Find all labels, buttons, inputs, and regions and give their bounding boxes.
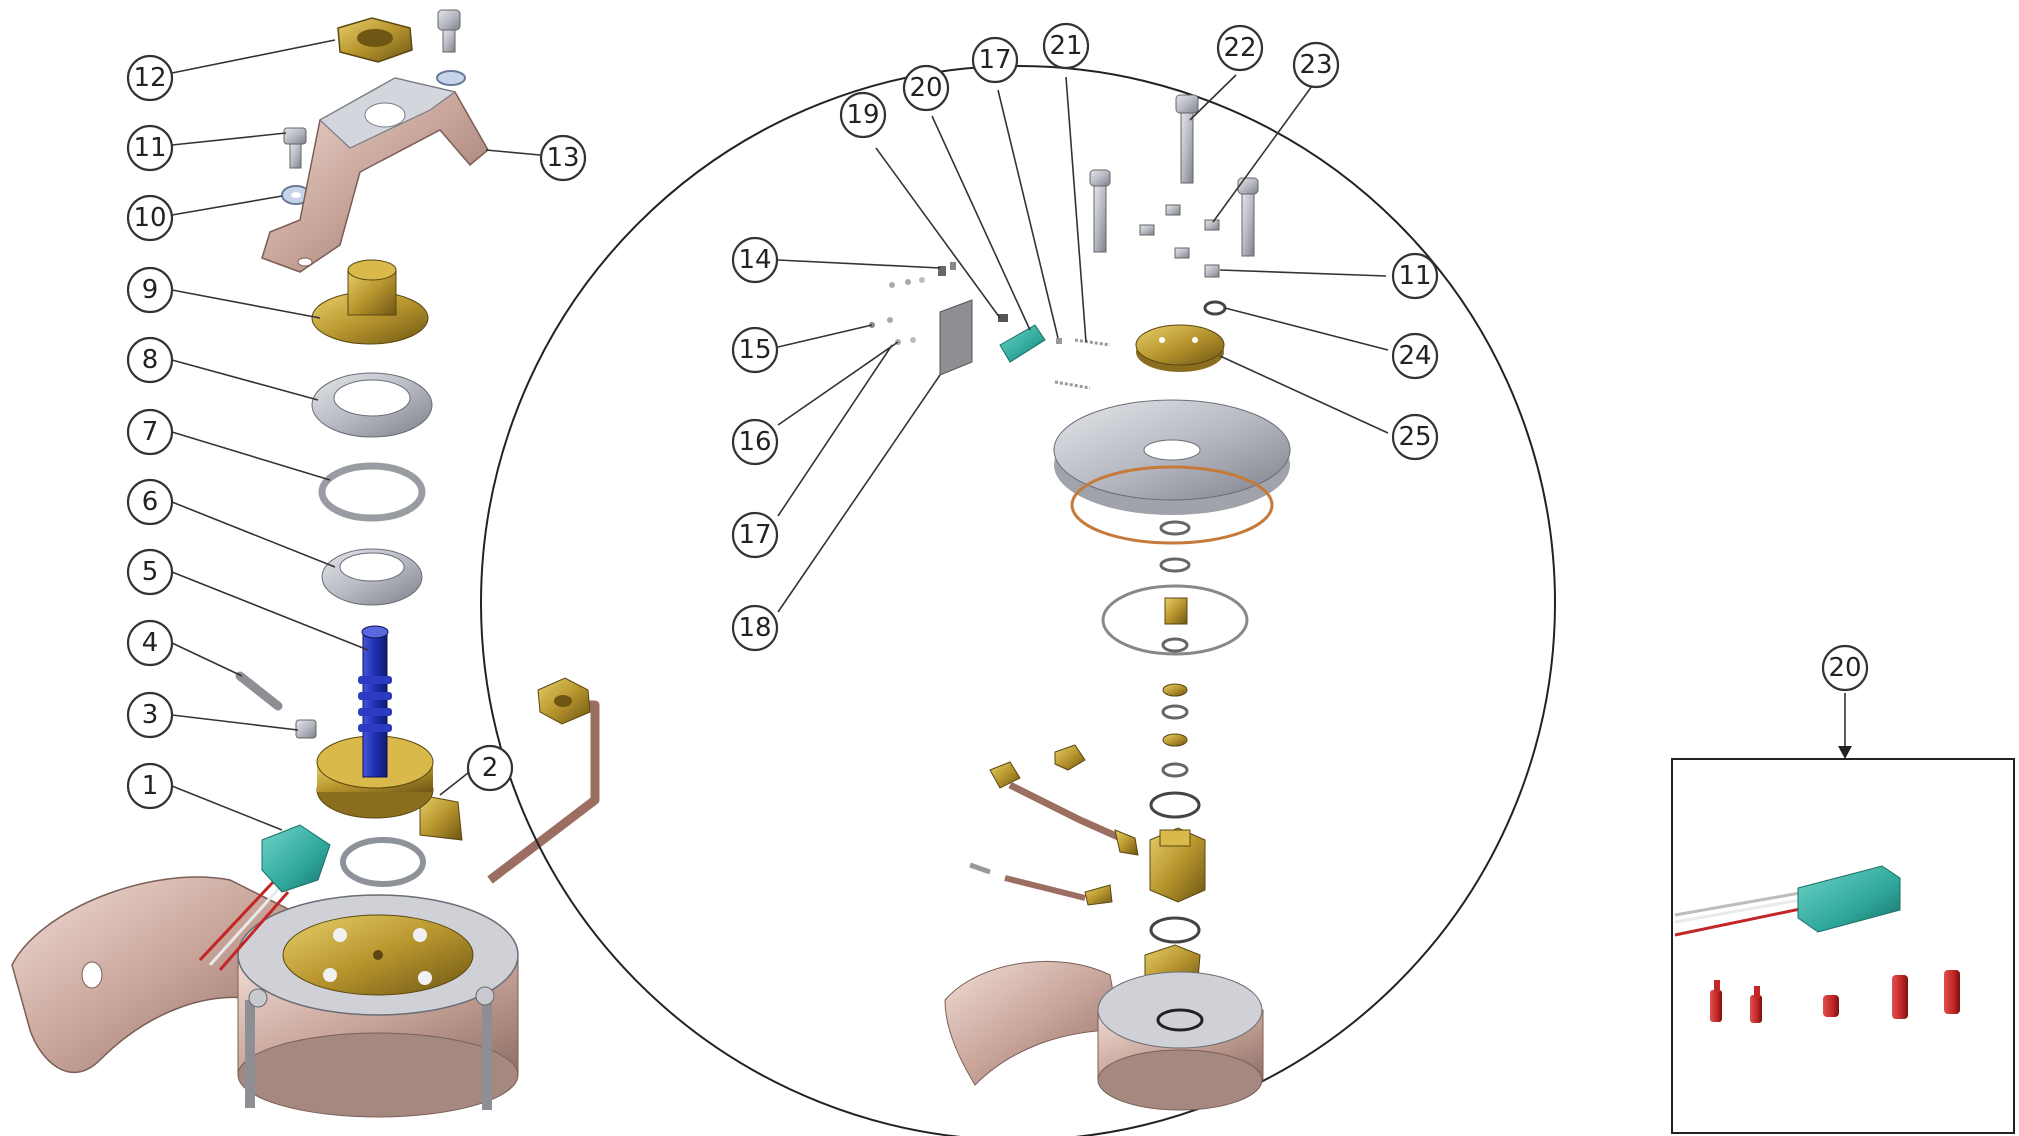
part-tube-assembly: [969, 744, 1139, 906]
svg-text:18: 18: [738, 613, 771, 643]
part-cap-screw: [436, 9, 466, 86]
callout-2: 2: [466, 744, 514, 792]
svg-text:22: 22: [1223, 33, 1256, 63]
inset-box: [1671, 693, 2015, 1134]
callout-1: 1: [126, 762, 174, 810]
detail-circle: [480, 65, 1556, 1136]
part-tall-screws: [1089, 94, 1259, 316]
callout-9: 9: [126, 266, 174, 314]
svg-text:13: 13: [546, 143, 579, 173]
callout-12: 12: [126, 54, 174, 102]
callout-25: 25: [1391, 413, 1439, 461]
part-flange: [1053, 399, 1291, 545]
part-screw: [283, 127, 307, 169]
callout-20-inset: 20: [1821, 644, 1869, 692]
part-brass-plate: [1135, 324, 1225, 372]
callout-20-detail: 20: [902, 64, 950, 112]
callout-15: 15: [731, 326, 779, 374]
part-seal-stack: [1101, 520, 1249, 944]
svg-text:14: 14: [738, 245, 771, 275]
part-small-nut: [295, 719, 317, 739]
leader-lines: [171, 39, 1389, 831]
svg-text:10: 10: [133, 203, 166, 233]
svg-text:16: 16: [738, 427, 771, 457]
callout-24: 24: [1391, 332, 1439, 380]
svg-text:12: 12: [133, 63, 166, 93]
svg-text:7: 7: [142, 417, 159, 447]
callout-4: 4: [126, 619, 174, 667]
callout-18: 18: [731, 604, 779, 652]
svg-text:1: 1: [142, 771, 159, 801]
part-lower-housing: [944, 944, 1264, 1111]
callout-5: 5: [126, 548, 174, 596]
part-hex-nut: [337, 17, 413, 63]
svg-text:19: 19: [846, 100, 879, 130]
svg-text:8: 8: [142, 345, 159, 375]
callout-17-top: 17: [971, 36, 1019, 84]
svg-text:5: 5: [142, 557, 159, 587]
svg-text:11: 11: [133, 133, 166, 163]
part-hex-fitting: [1149, 827, 1206, 903]
part-switch-subassembly: [869, 262, 1111, 390]
svg-text:21: 21: [1049, 31, 1082, 61]
part-shaft: [358, 625, 392, 778]
part-housing: [11, 876, 519, 1118]
callouts: 12 11 13 10 9 8 7 6 5 4 3 2 1 14 15 16 1…: [126, 22, 1869, 810]
part-pin: [235, 671, 283, 711]
svg-text:24: 24: [1398, 341, 1431, 371]
part-micro-switch: [198, 824, 331, 971]
svg-text:17: 17: [978, 45, 1011, 75]
part-bracket: [261, 77, 489, 273]
callout-22: 22: [1216, 24, 1264, 72]
callout-17-left: 17: [731, 511, 779, 559]
part-thick-ring: [311, 372, 433, 438]
part-ring: [321, 548, 423, 606]
callout-11: 11: [126, 124, 174, 172]
part-o-ring: [340, 837, 426, 887]
svg-text:25: 25: [1398, 422, 1431, 452]
callout-23: 23: [1292, 41, 1340, 89]
part-switch-with-leads: [1674, 865, 1901, 937]
svg-text:17: 17: [738, 520, 771, 550]
callout-13: 13: [539, 134, 587, 182]
callout-6: 6: [126, 478, 174, 526]
svg-text:20: 20: [909, 73, 942, 103]
callout-7: 7: [126, 408, 174, 456]
svg-text:11: 11: [1398, 261, 1431, 291]
callout-11-detail: 11: [1391, 252, 1439, 300]
svg-text:4: 4: [142, 628, 159, 658]
callout-14: 14: [731, 236, 779, 284]
svg-text:3: 3: [142, 700, 159, 730]
part-cam-base: [316, 735, 463, 841]
callout-19: 19: [839, 91, 887, 139]
callout-21: 21: [1042, 22, 1090, 70]
part-red-terminals: [1710, 970, 1960, 1023]
main-assembly: [11, 9, 600, 1118]
callout-3: 3: [126, 691, 174, 739]
part-thin-ring: [318, 462, 426, 522]
callout-8: 8: [126, 336, 174, 384]
part-flanged-bushing: [311, 259, 429, 345]
callout-10: 10: [126, 194, 174, 242]
svg-text:9: 9: [142, 275, 159, 305]
part-washer: [281, 185, 311, 205]
svg-text:20: 20: [1828, 653, 1861, 683]
svg-text:2: 2: [482, 753, 499, 783]
svg-text:23: 23: [1299, 50, 1332, 80]
svg-text:6: 6: [142, 487, 159, 517]
part-tube-fitting: [487, 677, 600, 884]
svg-text:15: 15: [738, 335, 771, 365]
callout-16: 16: [731, 418, 779, 466]
